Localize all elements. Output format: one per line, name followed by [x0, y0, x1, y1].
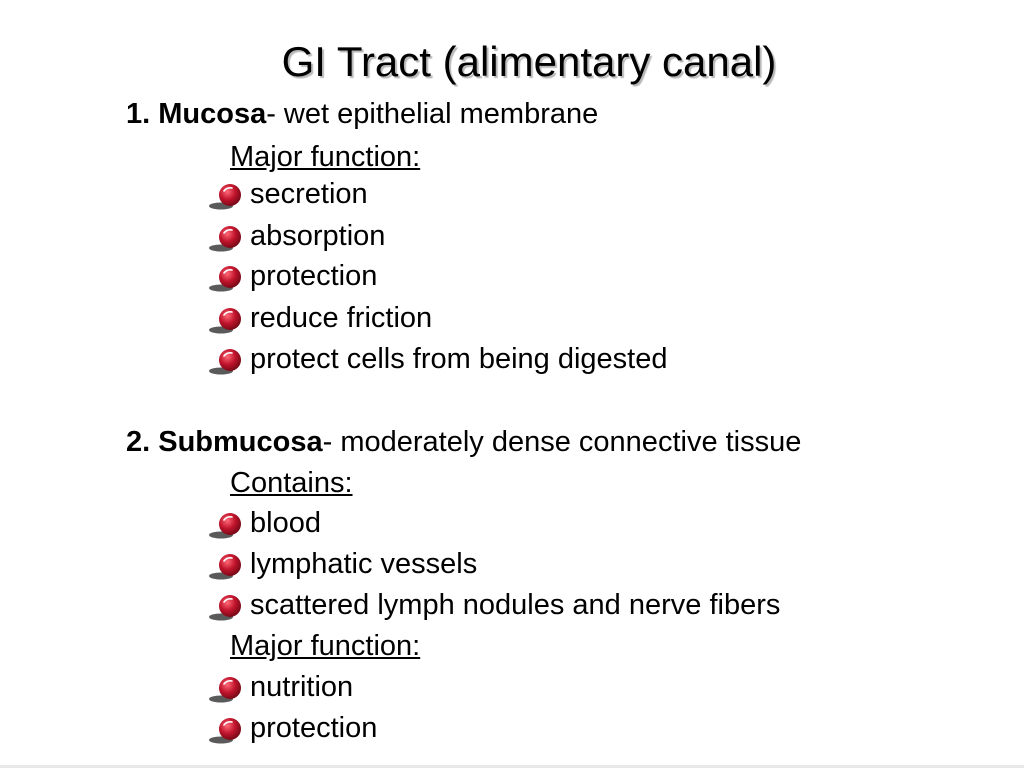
- list-item-text: absorption: [250, 220, 386, 252]
- bottom-divider: [0, 765, 1024, 768]
- red-ball-bullet-icon: [209, 349, 241, 375]
- red-ball-bullet-icon: [209, 595, 241, 621]
- subheading-major-function: Major function:: [230, 141, 421, 173]
- red-ball-bullet-icon: [209, 266, 241, 292]
- list-item-text: lymphatic vessels: [250, 548, 478, 580]
- subheading-major-function: Major function:: [230, 630, 421, 662]
- section-heading-mucosa: 1. Mucosa- wet epithelial membrane: [126, 96, 598, 132]
- section-label: 1. Mucosa: [126, 98, 267, 130]
- list-item-text: scattered lymph nodules and nerve fibers: [250, 589, 781, 621]
- bullet-icon: [208, 346, 244, 376]
- list-item-text: protection: [250, 260, 378, 292]
- slide-title: GI Tract (alimentary canal): [281, 38, 777, 85]
- list-item-text: reduce friction: [250, 302, 433, 334]
- list-item-text: secretion: [250, 178, 368, 210]
- list-item-text: nutrition: [250, 671, 354, 703]
- list-item-text: protect cells from being digested: [250, 343, 668, 375]
- bullet-icon: [208, 263, 244, 293]
- bullet-icon: [208, 510, 244, 540]
- bullet-icon: [208, 181, 244, 211]
- red-ball-bullet-icon: [209, 718, 241, 744]
- list-item-text: blood: [250, 507, 321, 539]
- section-description: - wet epithelial membrane: [266, 98, 599, 130]
- list-item-text: protection: [250, 712, 378, 744]
- red-ball-bullet-icon: [209, 554, 241, 580]
- bullet-icon: [208, 674, 244, 704]
- bullet-icon: [208, 592, 244, 622]
- red-ball-bullet-icon: [209, 226, 241, 252]
- bullet-icon: [208, 223, 244, 253]
- red-ball-bullet-icon: [209, 513, 241, 539]
- bullet-icon: [208, 551, 244, 581]
- red-ball-bullet-icon: [209, 184, 241, 210]
- red-ball-bullet-icon: [209, 677, 241, 703]
- subheading-contains: Contains:: [230, 467, 353, 499]
- red-ball-bullet-icon: [209, 308, 241, 334]
- section-description: - moderately dense connective tissue: [322, 426, 802, 458]
- section-label: 2. Submucosa: [126, 426, 323, 458]
- bullet-icon: [208, 305, 244, 335]
- section-heading-submucosa: 2. Submucosa- moderately dense connectiv…: [126, 424, 801, 460]
- bullet-icon: [208, 715, 244, 745]
